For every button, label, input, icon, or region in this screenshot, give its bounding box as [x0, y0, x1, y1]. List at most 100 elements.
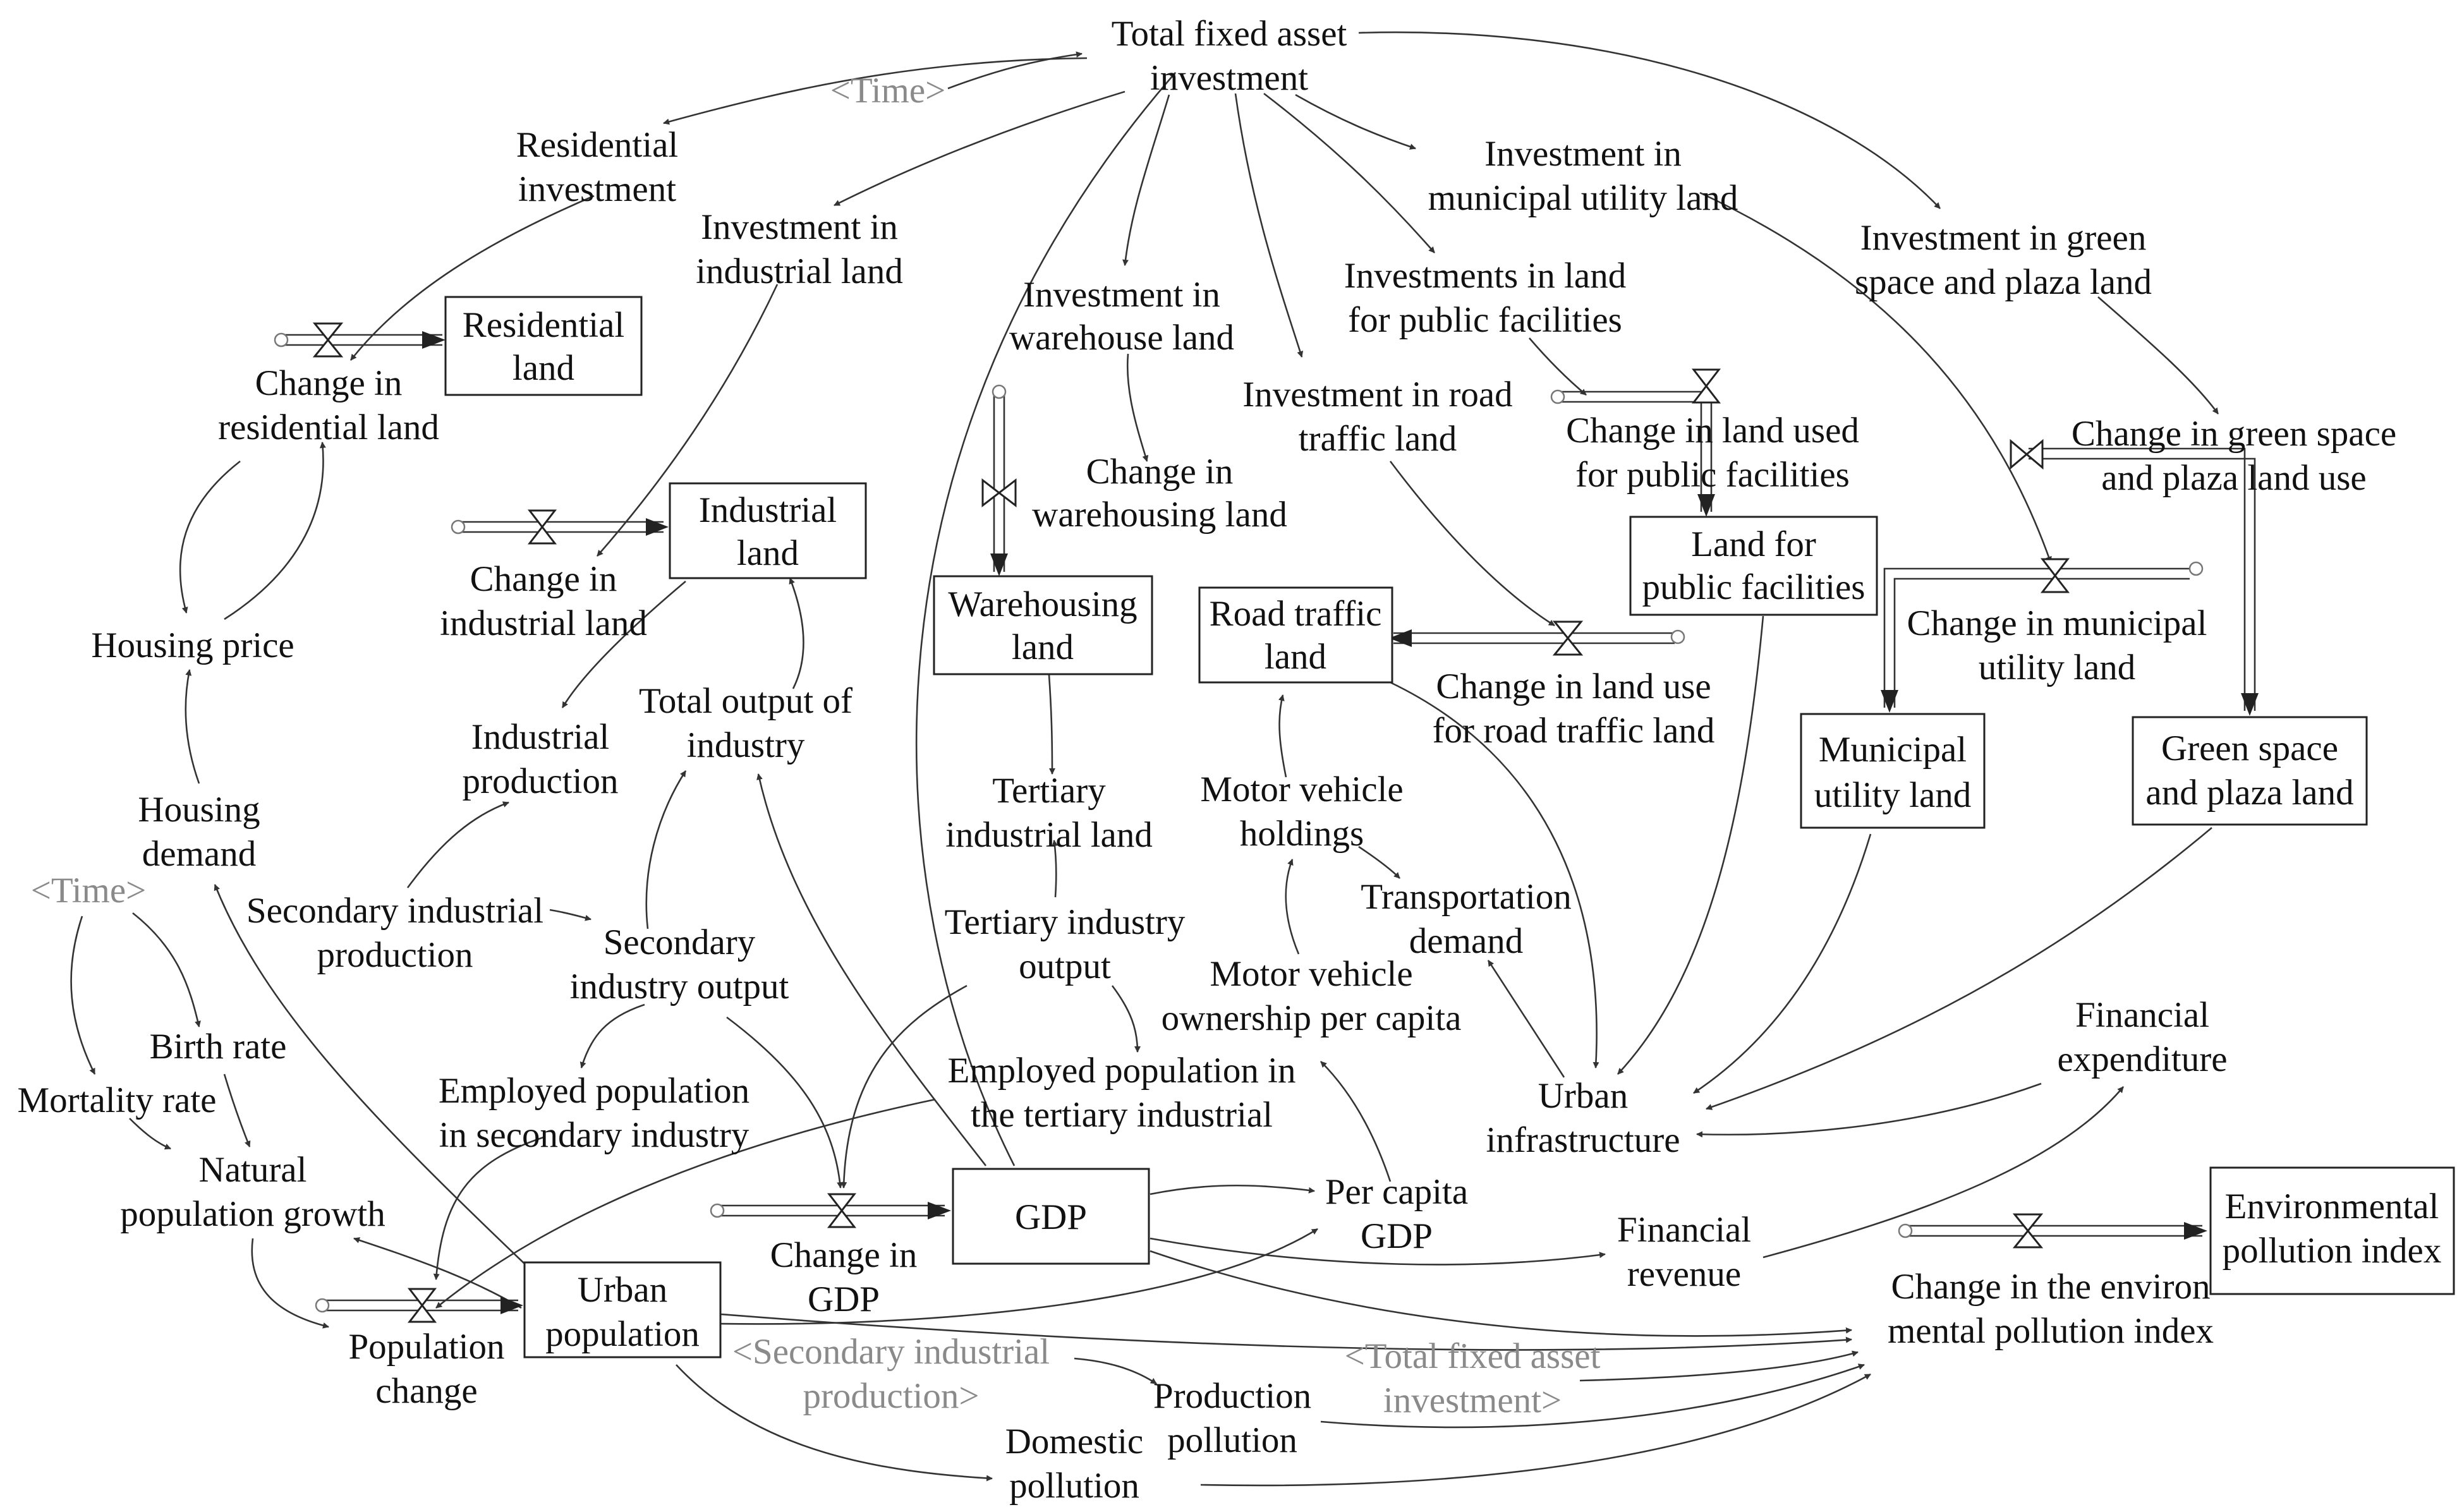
causal-links: [70, 31, 2219, 1487]
link-public-land-to-urban-infrastructure: [1617, 615, 1764, 1075]
link-birth-rate-to-natural-growth: [223, 1074, 251, 1147]
link-time-to-mortality-rate: [70, 916, 96, 1075]
pipe-public-facilities: [1550, 368, 1721, 517]
link-gdp-to-financial-revenue: [1150, 1237, 1606, 1266]
link-housing-price-to-change-residential-land: [224, 442, 326, 620]
link-time-to-birth-rate: [132, 912, 201, 1027]
link-tfai-to-residential-investment: [663, 57, 1088, 125]
stock-box-road-traffic-land: [1198, 586, 1393, 684]
link-municipal-land-to-urban-infrastructure: [1693, 833, 1872, 1094]
pipe-road: [1389, 620, 1685, 656]
link-investment-municipal-to-change-municipal-land: [1699, 191, 2052, 563]
link-investment-industrial-land-to-change-industrial-land: [597, 284, 779, 557]
link-secondary-output-to-total-output: [645, 770, 687, 929]
var-mortality-rate: Mortality rate: [18, 1080, 217, 1120]
pipe-population: [315, 1288, 523, 1323]
pipe-green: [2010, 438, 2259, 716]
pipe-pollution: [1898, 1213, 2207, 1249]
link-gdp-to-change-pollution: [1150, 1250, 1852, 1337]
link-per-capita-gdp-to-motor-ownership: [1320, 1061, 1392, 1182]
stock-box-urban-population: [523, 1261, 722, 1358]
link-warehousing-land-to-tertiary-land: [1048, 674, 1055, 775]
link-employed-secondary-to-population-change: [433, 1136, 544, 1280]
link-tfai-to-investment-warehouse-land: [1122, 94, 1170, 266]
link-employed-tertiary-to-population-change: [435, 1098, 936, 1309]
pipe-gdp: [710, 1193, 951, 1228]
stock-box-public-facilities-land: [1629, 516, 1878, 616]
link-motor-ownership-to-motor-holdings: [1285, 859, 1300, 955]
pipe-industrial: [451, 509, 669, 545]
stock-box-environmental-pollution-index: [2209, 1166, 2455, 1295]
link-urban-infrastructure-to-transportation-demand: [1487, 960, 1565, 1078]
link-motor-holdings-to-transportation-demand: [1358, 845, 1400, 879]
link-mortality-rate-to-natural-growth: [129, 1118, 171, 1150]
link-secondary-output-to-change-gdp: [726, 1016, 844, 1188]
link-secondary-output-to-employed-secondary: [579, 1003, 645, 1068]
link-tfai-to-investment-municipal-utility-land: [1295, 94, 1416, 150]
var-birth-rate: Birth rate: [150, 1027, 287, 1067]
link-tfai-to-investment-green-plaza-land: [1358, 31, 1941, 209]
link-gdp-to-per-capita-gdp: [1150, 1184, 1315, 1195]
stock-gdp: GDP: [1015, 1197, 1087, 1237]
link-secondary-industrial-production-to-industrial-production: [406, 801, 509, 888]
link-gdp-to-tfai: [915, 72, 1176, 1166]
link-natural-growth-to-population-change: [251, 1238, 329, 1329]
link-tfai-to-investment-road-traffic-land: [1234, 93, 1304, 358]
link-tertiary-output-to-employed-tertiary: [1111, 985, 1141, 1053]
pipe-warehousing: [981, 384, 1017, 576]
pipe-residential: [274, 322, 446, 358]
link-financial-revenue-to-financial-expenditure: [1762, 1086, 2124, 1259]
stock-box-green-plaza-land: [2132, 716, 2368, 826]
stock-box-industrial-land: [669, 482, 867, 579]
link-investments-public-facilities-to-change-public-land: [1529, 337, 1587, 396]
link-tfai-to-investments-public-facilities: [1263, 92, 1435, 253]
link-urban-population-to-housing-demand: [214, 884, 525, 1264]
stock-box-warehousing-land: [933, 575, 1153, 675]
link-production-pollution-to-change-pollution: [1320, 1364, 1865, 1429]
link-total-output-to-industrial-land: [789, 578, 804, 689]
link-time-to-tfai: [947, 51, 1083, 90]
shadow-time-left: <Time>: [31, 871, 147, 910]
link-green-land-to-urban-infrastructure: [1706, 827, 2212, 1110]
link-domestic-pollution-to-change-pollution: [1200, 1373, 1871, 1487]
flow-pipes: [274, 322, 2259, 1323]
link-investment-road-traffic-land-to-change-road-land: [1389, 461, 1555, 627]
link-tertiary-output-to-tertiary-land: [1052, 840, 1059, 898]
